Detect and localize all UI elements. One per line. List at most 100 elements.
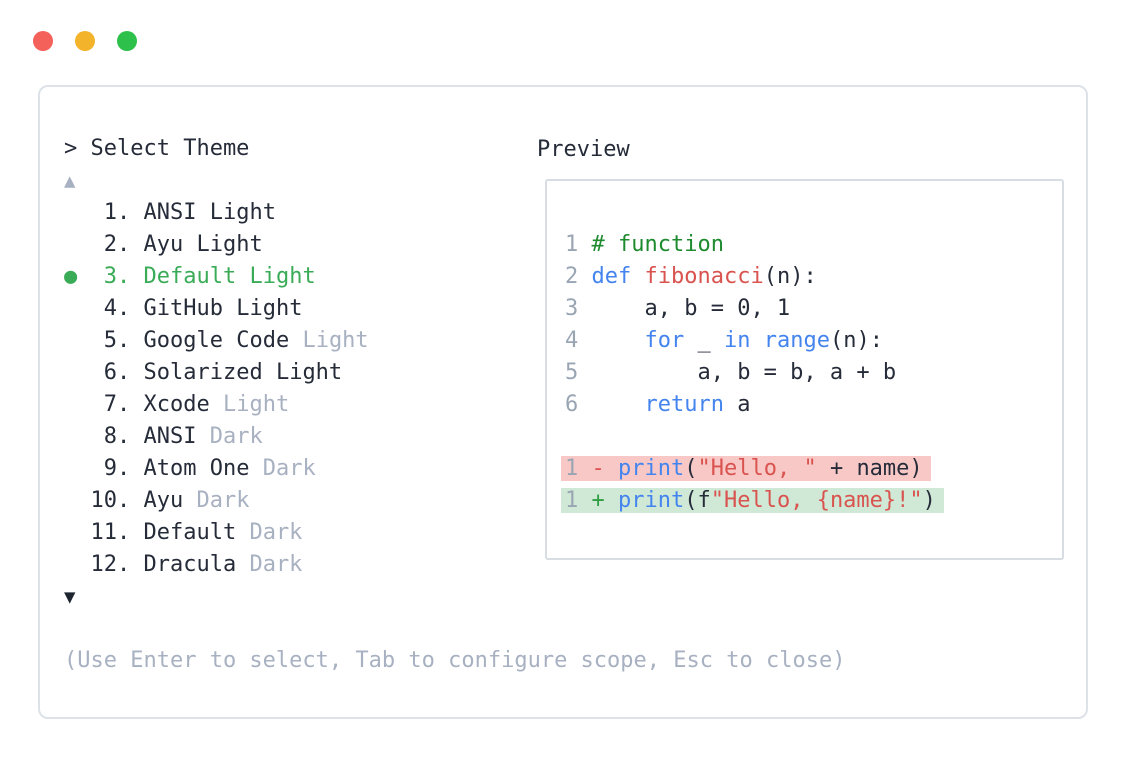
theme-option-5[interactable]: 5. Google Code Light	[64, 325, 845, 357]
token-p: (n):	[829, 328, 883, 353]
bullet-spacer	[64, 296, 104, 321]
theme-option-number: 10.	[90, 488, 144, 513]
theme-picker-panel: > Select Theme ▲ 1. ANSI Light 2. Ayu Li…	[38, 85, 1088, 719]
theme-option-number: 8.	[103, 424, 144, 449]
bullet-spacer	[64, 456, 104, 481]
token-n: 4	[565, 328, 592, 353]
theme-option-11[interactable]: 11. Default Dark	[64, 517, 845, 549]
theme-option-number: 5.	[103, 328, 144, 353]
theme-option-label-muted: Dark	[183, 488, 250, 513]
help-text: (Use Enter to select, Tab to configure s…	[64, 648, 846, 673]
theme-option-label: ANSI Light	[143, 200, 276, 225]
code-line: 4 for _ in range(n):	[565, 325, 1062, 357]
theme-option-label: Ayu	[143, 488, 184, 513]
theme-option-label: Default	[143, 520, 237, 545]
token-n: 1	[565, 456, 592, 481]
token-k: print	[618, 456, 685, 481]
theme-option-7[interactable]: 7. Xcode Light	[64, 389, 845, 421]
token-p: a	[723, 392, 751, 417]
theme-option-label: Default Light	[143, 264, 316, 289]
token-n: 6	[565, 392, 592, 417]
theme-option-2[interactable]: 2. Ayu Light	[64, 229, 845, 261]
token-n: 3	[565, 296, 592, 321]
bullet-spacer	[64, 552, 91, 577]
token-k: in	[723, 328, 751, 353]
theme-option-label-muted: Light	[289, 328, 369, 353]
theme-option-label: Atom One	[143, 456, 250, 481]
diff-added-highlight: 1 + print(f"Hello, {name}!")	[561, 488, 944, 513]
token-p	[592, 392, 645, 417]
theme-option-6[interactable]: 6. Solarized Light	[64, 357, 845, 389]
scroll-down-icon[interactable]: ▼	[64, 586, 76, 608]
bullet-spacer	[64, 360, 104, 385]
token-n: 2	[565, 264, 592, 289]
theme-option-number: 2.	[103, 232, 144, 257]
selected-bullet-icon: ●	[64, 264, 104, 289]
token-p: )	[922, 488, 936, 513]
theme-option-label-muted: Dark	[249, 456, 316, 481]
theme-option-label: Ayu Light	[143, 232, 263, 257]
theme-option-10[interactable]: 10. Ayu Dark	[64, 485, 845, 517]
scroll-up-icon[interactable]: ▲	[64, 170, 76, 192]
token-p: a, b = b, a + b	[591, 360, 897, 385]
theme-option-label-muted: Dark	[236, 520, 303, 545]
theme-option-1[interactable]: 1. ANSI Light	[64, 197, 845, 229]
theme-option-label-muted: Dark	[236, 552, 303, 577]
theme-option-number: 7.	[103, 392, 144, 417]
bullet-spacer	[64, 200, 104, 225]
token-r: "Hello, "	[697, 456, 817, 481]
code-line: 1 # function	[565, 229, 1062, 261]
bullet-spacer	[64, 392, 104, 417]
select-theme-prompt: > Select Theme	[64, 136, 250, 161]
token-n: 5	[565, 360, 592, 385]
theme-option-4[interactable]: 4. GitHub Light	[64, 293, 845, 325]
bullet-spacer	[64, 328, 104, 353]
token-p: a, b = 0, 1	[591, 296, 791, 321]
token-p: (	[684, 456, 698, 481]
token-r: "Hello, {name}!"	[710, 488, 923, 513]
diff-line-green: 1 + print(f"Hello, {name}!")	[561, 485, 1062, 517]
bullet-spacer	[64, 232, 104, 257]
theme-option-number: 4.	[103, 296, 144, 321]
preview-title: Preview	[537, 137, 630, 162]
token-p	[631, 264, 644, 289]
code-line: 3 a, b = 0, 1	[565, 293, 1062, 325]
theme-option-12[interactable]: 12. Dracula Dark	[64, 549, 845, 581]
theme-selector: > Select Theme ▲ 1. ANSI Light 2. Ayu Li…	[64, 133, 845, 677]
token-k: print	[618, 488, 685, 513]
theme-option-number: 11.	[90, 520, 144, 545]
theme-option-label: Google Code	[143, 328, 290, 353]
code-line: 5 a, b = b, a + b	[565, 357, 1062, 389]
close-button[interactable]	[33, 31, 53, 51]
theme-option-label-muted: Dark	[196, 424, 263, 449]
theme-option-3[interactable]: ● 3. Default Light	[64, 261, 845, 293]
token-p: + name)	[816, 456, 923, 481]
token-plus: +	[591, 488, 618, 513]
token-p	[750, 328, 763, 353]
minimize-button[interactable]	[75, 31, 95, 51]
token-p	[592, 328, 645, 353]
theme-option-number: 6.	[103, 360, 144, 385]
theme-option-label: Xcode	[143, 392, 210, 417]
theme-option-label: Solarized Light	[143, 360, 343, 385]
theme-option-8[interactable]: 8. ANSI Dark	[64, 421, 845, 453]
token-k: range	[763, 328, 830, 353]
theme-option-9[interactable]: 9. Atom One Dark	[64, 453, 845, 485]
theme-option-label: Dracula	[143, 552, 237, 577]
zoom-button[interactable]	[117, 31, 137, 51]
token-k: return	[644, 392, 724, 417]
code-line: 2 def fibonacci(n):	[565, 261, 1062, 293]
token-minus: -	[591, 456, 618, 481]
token-n: 1	[565, 488, 592, 513]
token-k: for	[644, 328, 685, 353]
token-n: 1	[565, 232, 592, 257]
code-line: 6 return a	[565, 389, 1062, 421]
bullet-spacer	[64, 520, 91, 545]
token-k: def	[591, 264, 632, 289]
token-p: (f	[684, 488, 711, 513]
theme-option-label-muted: Light	[209, 392, 290, 417]
diff-removed-highlight: 1 - print("Hello, " + name)	[561, 456, 931, 481]
diff-line-red: 1 - print("Hello, " + name)	[561, 453, 1062, 485]
